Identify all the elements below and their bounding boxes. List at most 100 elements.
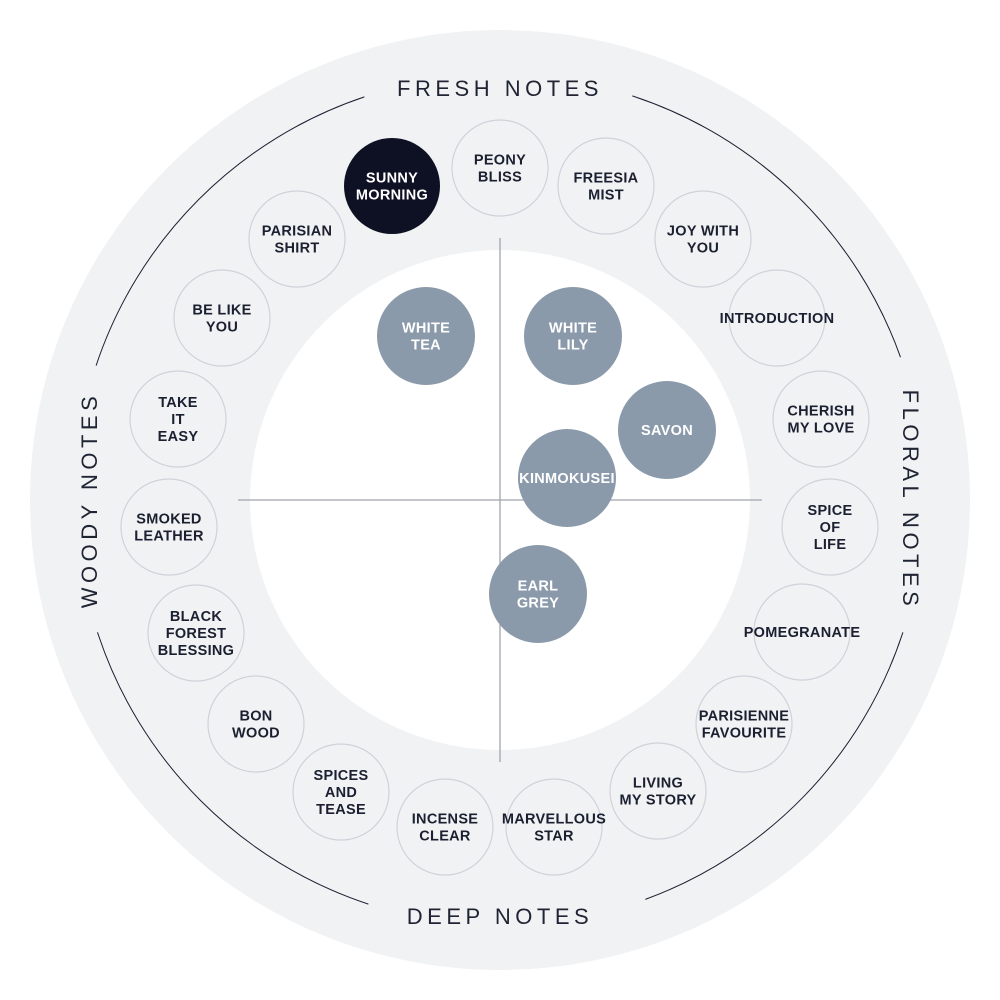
outer-item-label: INCENSE xyxy=(412,812,479,828)
outer-item-label: OF xyxy=(820,520,841,536)
inner-item-kinmokusei[interactable]: KINMOKUSEI xyxy=(518,429,616,527)
outer-item-circle xyxy=(292,743,390,841)
outer-item-circle xyxy=(147,584,245,682)
outer-item-label: BON xyxy=(239,709,272,725)
divider-arc-bottom-left xyxy=(97,632,369,905)
divider-arc-top-right xyxy=(632,95,901,358)
inner-item-label: TEA xyxy=(411,338,441,354)
outer-item-label: CLEAR xyxy=(419,829,471,845)
divider-arc-bottom-right xyxy=(645,632,904,900)
outer-item-introduction[interactable]: INTRODUCTION xyxy=(720,269,835,367)
outer-item-label: MY LOVE xyxy=(787,421,854,437)
ring-label-woody-notes: WOODY NOTES xyxy=(77,392,102,609)
outer-item-label: WOOD xyxy=(232,726,280,742)
outer-item-label: BLISS xyxy=(478,170,522,186)
outer-item-label: MORNING xyxy=(356,188,428,204)
outer-item-label: SMOKED xyxy=(136,512,201,528)
outer-item-label: LEATHER xyxy=(134,529,204,545)
outer-item-label: PARISIAN xyxy=(262,224,333,240)
outer-item-label: BE LIKE xyxy=(192,303,251,319)
outer-item-circle xyxy=(654,190,752,288)
outer-item-circle xyxy=(173,269,271,367)
outer-item-label: JOY WITH xyxy=(667,224,739,240)
outer-item-circle xyxy=(609,742,707,840)
outer-item-circle xyxy=(344,138,440,234)
outer-item-label: LIVING xyxy=(633,776,683,792)
outer-item-label: STAR xyxy=(534,829,574,845)
outer-item-pomegranate[interactable]: POMEGRANATE xyxy=(744,583,861,681)
outer-item-circle xyxy=(248,190,346,288)
inner-item-circle xyxy=(618,381,716,479)
ring-label-fresh-notes: FRESH NOTES xyxy=(397,76,603,101)
inner-item-label: SAVON xyxy=(641,423,693,439)
outer-item-label: PARISIENNE xyxy=(699,709,790,725)
outer-item-circle xyxy=(557,137,655,235)
outer-item-circle xyxy=(451,119,549,217)
inner-item-circle xyxy=(524,287,622,385)
inner-item-label: LILY xyxy=(557,338,588,354)
outer-item-circle xyxy=(120,478,218,576)
outer-item-circle xyxy=(781,478,879,576)
ring-label-deep-notes: DEEP NOTES xyxy=(407,904,593,929)
inner-item-label: WHITE xyxy=(402,321,450,337)
outer-item-circle xyxy=(695,675,793,773)
outer-item-label: YOU xyxy=(687,241,719,257)
outer-item-label: SPICES xyxy=(314,768,369,784)
inner-item-circle xyxy=(489,545,587,643)
outer-item-label: AND xyxy=(325,785,357,801)
outer-item-label: MY STORY xyxy=(619,793,696,809)
outer-item-label: CHERISH xyxy=(787,404,854,420)
ring-label-floral-notes: FLORAL NOTES xyxy=(898,390,923,611)
outer-item-label: EASY xyxy=(158,429,199,445)
outer-item-label: YOU xyxy=(206,320,238,336)
inner-item-circle xyxy=(377,287,475,385)
outer-item-label: FREESIA xyxy=(574,171,639,187)
outer-item-circle xyxy=(772,370,870,468)
inner-item-circle xyxy=(518,429,616,527)
outer-item-label: SPICE xyxy=(807,503,852,519)
outer-item-label: MARVELLOUS xyxy=(502,812,606,828)
outer-item-label: POMEGRANATE xyxy=(744,625,861,641)
divider-arcs xyxy=(95,95,904,905)
outer-item-label: TEASE xyxy=(316,802,366,818)
outer-item-label: BLACK xyxy=(170,609,222,625)
inner-item-label: GREY xyxy=(517,596,559,612)
outer-item-circle xyxy=(505,778,603,876)
divider-arc-top-left xyxy=(95,96,365,366)
inner-item-savon[interactable]: SAVON xyxy=(618,381,716,479)
outer-item-label: FOREST xyxy=(166,626,227,642)
outer-item-label: MIST xyxy=(588,188,624,204)
outer-item-circle xyxy=(753,583,851,681)
axes xyxy=(238,238,762,762)
outer-item-circle xyxy=(207,675,305,773)
outer-item-label: SHIRT xyxy=(275,241,320,257)
outer-item-label: SUNNY xyxy=(366,171,418,187)
outer-item-circle xyxy=(396,778,494,876)
outer-item-label: PEONY xyxy=(474,153,526,169)
outer-item-label: LIFE xyxy=(814,537,847,553)
outer-item-label: TAKE xyxy=(158,395,198,411)
